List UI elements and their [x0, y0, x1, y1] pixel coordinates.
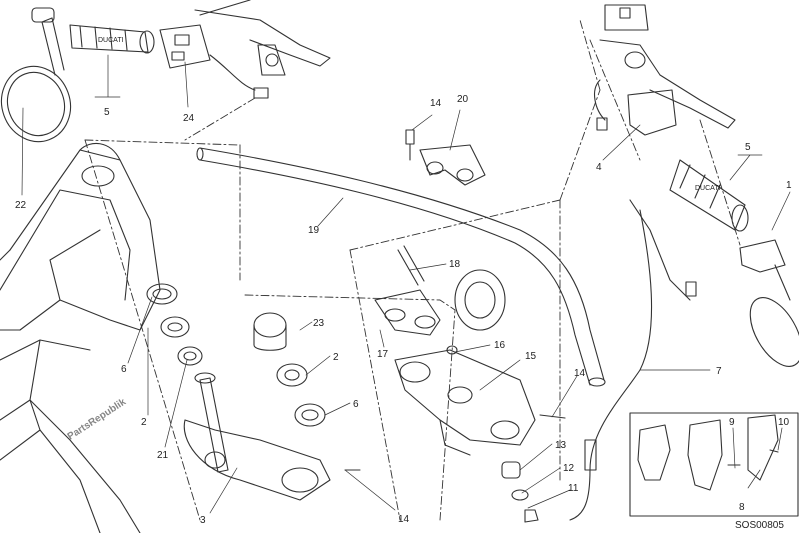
callout-10: 10	[778, 417, 790, 428]
callout-21: 21	[157, 450, 169, 461]
mirror-left	[0, 7, 72, 143]
callout-19: 19	[308, 225, 320, 236]
guide-lines	[84, 19, 741, 521]
callout-1: 1	[786, 180, 792, 191]
callout-5-right: 5	[745, 142, 751, 153]
callout-14-bottom: 14	[398, 514, 410, 525]
right-controls: DUCATI	[594, 4, 799, 367]
callout-2-mid: 2	[333, 352, 339, 363]
handlebar	[196, 147, 606, 387]
riser-assembly	[374, 245, 506, 355]
callout-2-left: 2	[141, 417, 147, 428]
callout-13: 13	[555, 440, 567, 451]
callout-5-left: 5	[104, 107, 110, 118]
callout-6-left: 6	[121, 364, 127, 375]
callout-20: 20	[457, 94, 469, 105]
throttle-cable	[569, 199, 697, 521]
callout-16: 16	[494, 340, 506, 351]
callout-7: 7	[716, 366, 722, 377]
callout-6-mid: 6	[353, 399, 359, 410]
callout-8: 8	[739, 502, 745, 513]
clutch-lever	[194, 0, 331, 76]
inset-detail	[629, 412, 799, 517]
steering-stem	[183, 372, 361, 501]
top-yoke	[394, 349, 536, 456]
grip-left: DUCATI	[69, 24, 155, 54]
callout-18: 18	[449, 259, 461, 270]
callout-3: 3	[200, 515, 206, 526]
switch-left	[159, 24, 269, 99]
callout-23: 23	[313, 318, 325, 329]
handlebar-clamp	[405, 129, 486, 186]
leader-lines	[21, 54, 791, 514]
callout-15: 15	[525, 351, 537, 362]
callout-14-right: 14	[574, 368, 586, 379]
callout-14-top: 14	[430, 98, 442, 109]
frame-drawing	[0, 142, 161, 533]
callout-11: 11	[568, 483, 579, 494]
callout-24: 24	[183, 113, 195, 124]
callout-9: 9	[729, 417, 735, 428]
watermark: PartsRepublik	[66, 396, 129, 442]
diagram-code: SOS00805	[735, 520, 784, 531]
svg-text:DUCATI: DUCATI	[695, 185, 721, 192]
callout-12: 12	[563, 463, 575, 474]
callout-22: 22	[15, 200, 27, 211]
callout-17: 17	[377, 349, 389, 360]
callouts: 5 24 22 14 20 19 18 17 16 15 14 13 12 11…	[15, 94, 792, 526]
svg-text:DUCATI: DUCATI	[98, 37, 124, 44]
callout-4: 4	[596, 162, 602, 173]
bearings	[146, 283, 326, 427]
